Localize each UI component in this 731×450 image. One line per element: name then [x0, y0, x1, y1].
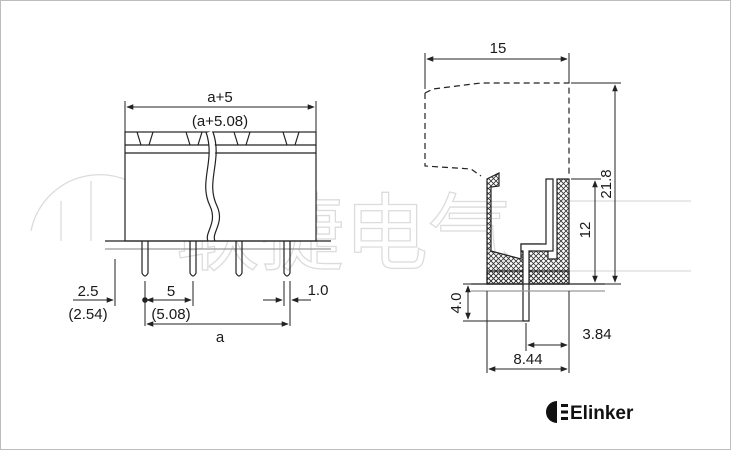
dim-top-width: a+5	[207, 89, 232, 106]
dim-overall: a	[216, 329, 225, 346]
dim-pitch-alt: (5.08)	[151, 306, 190, 323]
brand-logo: Elinker	[546, 401, 634, 424]
side-view	[424, 82, 605, 322]
side-view-dimensions	[424, 53, 621, 373]
dim-side-width: 15	[490, 40, 507, 57]
dim-edge-offset: 2.5	[78, 283, 99, 300]
dim-pin-width: 1.0	[308, 282, 329, 299]
dim-pin-length: 4.0	[448, 293, 465, 314]
dim-edge-offset-alt: (2.54)	[68, 306, 107, 323]
dim-pin-offset: 3.84	[582, 326, 611, 343]
logo-mark-icon	[546, 401, 557, 423]
dim-body-height: 12	[577, 222, 594, 239]
front-view	[105, 131, 331, 277]
dim-side-height: 21.8	[598, 169, 615, 198]
logo-text: Elinker	[570, 403, 634, 424]
front-view-dimensions	[73, 101, 317, 327]
dim-top-width-alt: (a+5.08)	[192, 113, 248, 130]
dim-base-width: 8.44	[513, 351, 542, 368]
dim-pitch: 5	[167, 283, 175, 300]
